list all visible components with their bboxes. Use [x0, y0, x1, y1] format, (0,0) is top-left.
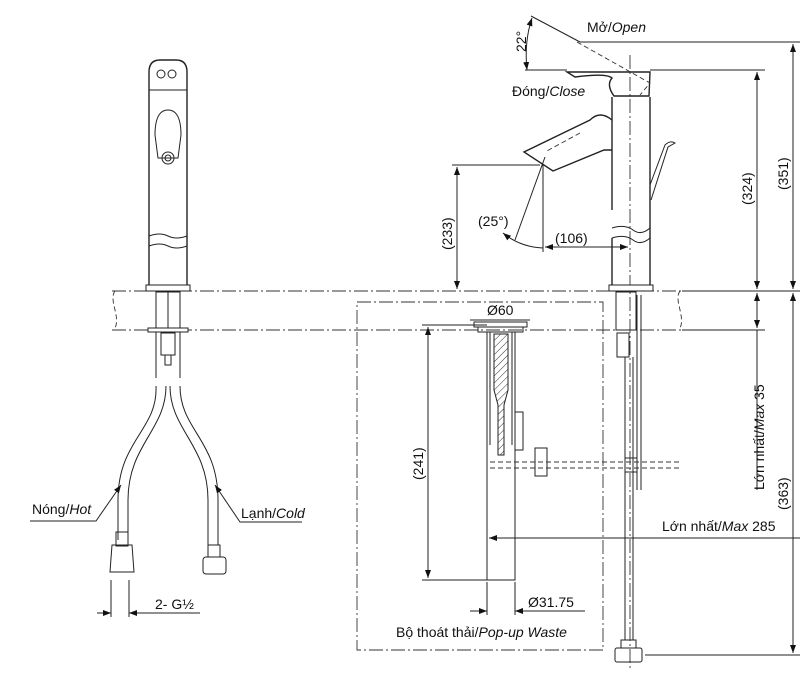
- front-view-faucet: [109, 59, 227, 575]
- svg-text:(324): (324): [739, 172, 755, 205]
- svg-text:Ø31.75: Ø31.75: [528, 594, 574, 610]
- max-285-dimension: Lớn nhất/Max 285: [489, 518, 800, 541]
- svg-text:2- G½: 2- G½: [155, 596, 194, 612]
- svg-text:22°: 22°: [513, 31, 529, 52]
- spout-dimensions: (233) (106) (25°): [439, 156, 628, 289]
- height-dimensions: (324) (351) Lớn nhất/Max 35 (363): [580, 41, 800, 656]
- svg-text:(233): (233): [439, 217, 455, 250]
- svg-text:(106): (106): [555, 230, 588, 246]
- svg-text:Nóng/Hot: Nóng/Hot: [32, 501, 92, 517]
- popup-waste-detail: Ø60 (241) Ø31.75 Bộ thoát thải/Pop-up Wa…: [356, 301, 680, 651]
- svg-text:Lạnh/Cold: Lạnh/Cold: [241, 505, 306, 521]
- svg-text:(363): (363): [775, 477, 791, 510]
- hot-label: Nóng/Hot: [30, 484, 122, 522]
- svg-text:Mở/Open: Mở/Open: [587, 19, 646, 35]
- thread-dimension: 2- G½: [97, 580, 200, 617]
- open-close-annotation: Mở/Open Đóng/Close 22°: [512, 15, 646, 99]
- svg-text:(351): (351): [775, 157, 791, 190]
- svg-text:Đóng/Close: Đóng/Close: [512, 83, 585, 99]
- svg-text:(25°): (25°): [478, 213, 509, 229]
- svg-text:Ø60: Ø60: [487, 302, 514, 318]
- cold-label: Lạnh/Cold: [214, 484, 306, 523]
- counter-top: [112, 290, 682, 331]
- svg-text:Lớn nhất/Max 35: Lớn nhất/Max 35: [751, 384, 767, 490]
- side-view-faucet: [522, 41, 676, 668]
- svg-text:Lớn nhất/Max 285: Lớn nhất/Max 285: [662, 518, 776, 534]
- svg-text:Bộ thoát thải/Pop-up Waste: Bộ thoát thải/Pop-up Waste: [396, 624, 567, 640]
- svg-text:(241): (241): [410, 447, 426, 480]
